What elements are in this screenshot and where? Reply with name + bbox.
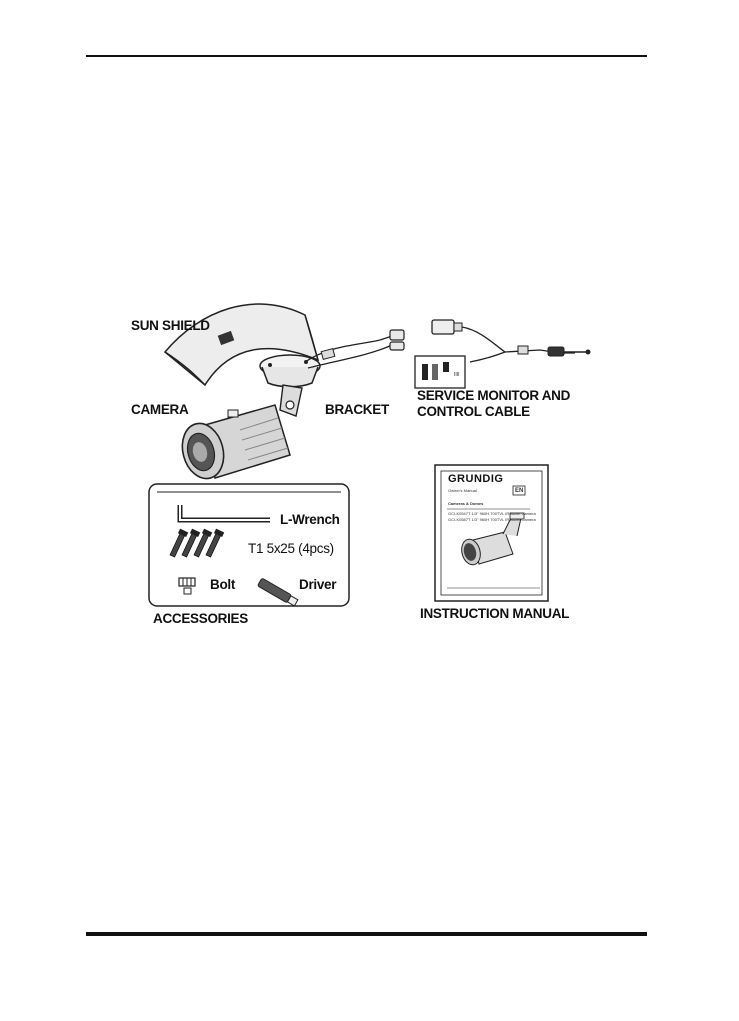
manual-subtitle: Owner's Manual bbox=[448, 488, 477, 493]
footer-rule bbox=[86, 932, 647, 936]
accessories-label: ACCESSORIES bbox=[153, 611, 248, 626]
screws-label: T1 5x25 (4pcs) bbox=[248, 541, 334, 556]
manual-illustration bbox=[435, 465, 548, 601]
service-cable-illustration: IIII bbox=[415, 320, 591, 388]
bullet-camera-illustration bbox=[176, 405, 290, 483]
bracket-label: BRACKET bbox=[325, 402, 389, 417]
svg-text:IIII: IIII bbox=[454, 372, 460, 378]
service-cable-label-line2: CONTROL CABLE bbox=[417, 404, 530, 419]
manual-brand: GRUNDIG bbox=[448, 473, 503, 485]
manual-line-1: GCI-K0547T 1/3" 960H 700TVL IR Bullet Ca… bbox=[448, 511, 536, 516]
camera-label: CAMERA bbox=[131, 402, 188, 417]
instruction-manual-label: INSTRUCTION MANUAL bbox=[420, 606, 569, 621]
sun-shield-label: SUN SHIELD bbox=[131, 318, 210, 333]
manual-section: Cameras & Domes bbox=[448, 501, 483, 506]
driver-label: Driver bbox=[299, 577, 336, 592]
manual-line-2: GCI-K0587T 1/3" 960H 700TVL IR Bullet Ca… bbox=[448, 517, 536, 522]
bolt-label: Bolt bbox=[210, 577, 235, 592]
manual-lang-badge: EN bbox=[515, 488, 523, 494]
service-cable-label-line1: SERVICE MONITOR AND bbox=[417, 388, 570, 403]
l-wrench-label: L-Wrench bbox=[280, 512, 340, 527]
